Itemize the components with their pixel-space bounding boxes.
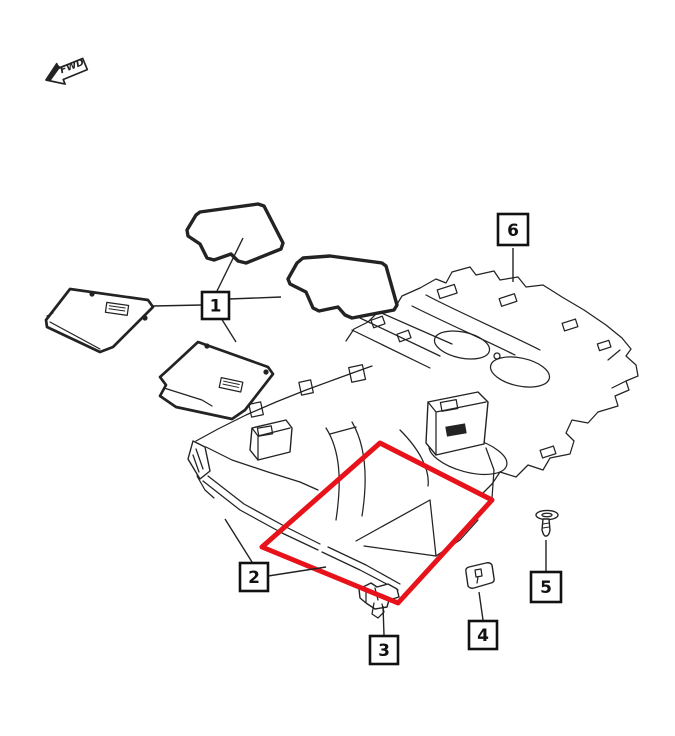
front-floor-carpet — [187, 364, 495, 591]
carpet6-depression-oval — [433, 330, 491, 360]
callout-box[interactable] — [496, 212, 530, 247]
grommet-dot — [142, 315, 148, 321]
carpet6-mount-tab — [436, 283, 458, 300]
carpet2-firewall-tab — [248, 401, 264, 418]
leader-line-1b — [152, 304, 203, 307]
mat-fold-line — [163, 387, 213, 407]
clip-hook — [474, 568, 483, 584]
callout-box[interactable] — [467, 619, 499, 651]
floor-mat-front-right — [158, 340, 275, 421]
leader-line-1d — [220, 317, 237, 343]
callout-box[interactable] — [238, 561, 270, 593]
carpet2-right-front-band — [321, 546, 401, 591]
callout-number: 3 — [378, 641, 390, 661]
carpet2-left-pan — [205, 446, 319, 491]
floor-mat-rear-right — [286, 254, 399, 320]
callout-number: 5 — [540, 578, 552, 598]
carpet6-rail-lines — [351, 307, 453, 369]
fwd-direction-icon: FWD — [45, 57, 89, 85]
carpet6-crease-line — [411, 294, 541, 356]
carpet2-sill-flap — [187, 440, 211, 480]
leader-line-1a — [216, 237, 244, 292]
mat-outline — [158, 340, 275, 421]
mat-outline — [44, 287, 155, 354]
logo-frame — [104, 301, 130, 316]
leader-line-3 — [382, 605, 385, 636]
mat-outline — [185, 202, 285, 265]
carpet2-back-edge — [195, 365, 373, 442]
floor-mat-front-left — [44, 287, 155, 354]
carpet2-tower-bracket-dark — [445, 423, 467, 437]
callout-6[interactable]: 6 — [496, 212, 530, 247]
carpet6-mount-tab — [539, 445, 557, 459]
carpet2-fold-triangle — [355, 499, 437, 557]
leader-line-2b — [267, 566, 327, 577]
carpet2-front-edge-band — [202, 475, 321, 551]
callout-box[interactable] — [368, 634, 400, 666]
carpet2-tower-edge — [427, 401, 487, 456]
carpet6-top-outline — [419, 266, 639, 413]
grommet-dot — [204, 343, 210, 349]
carpet2-firewall-tab — [348, 364, 367, 383]
carpet6-step-lines — [399, 349, 627, 487]
carpet2-firewall-tab — [298, 379, 314, 396]
callout-2[interactable]: 2 — [238, 561, 270, 593]
carpet6-mount-tab — [498, 293, 518, 307]
callout-4[interactable]: 4 — [467, 619, 499, 651]
carpet6-mount-tab — [561, 318, 579, 332]
clip-outline — [465, 562, 495, 589]
callout-number: 4 — [477, 626, 489, 646]
carpet6-mount-tab — [396, 329, 412, 343]
floor-mat-rear-left — [185, 202, 285, 265]
leader-line-1c — [228, 296, 282, 300]
fwd-arrow-shadow — [46, 63, 61, 81]
carpet6-bottom-outline — [481, 411, 599, 495]
leader-line-4 — [478, 591, 484, 621]
callout-number: 6 — [507, 221, 519, 241]
logo-marks — [222, 380, 240, 388]
screw-threads — [542, 522, 550, 529]
screw-part — [535, 509, 559, 537]
callout-3[interactable]: 3 — [368, 634, 400, 666]
callout-5[interactable]: 5 — [529, 570, 563, 604]
logo-frame — [218, 376, 244, 393]
callout-box[interactable] — [200, 290, 231, 321]
highlight-outline — [259, 440, 495, 606]
carpet2-tower-bracket — [439, 399, 459, 412]
carpet2-sill-hatch — [192, 448, 215, 499]
grommet-dot — [263, 369, 269, 375]
carpet2-tower-bracket — [256, 425, 274, 437]
mat-logo-badge — [218, 376, 244, 393]
leader-line-2a — [224, 518, 253, 563]
callout-number: 1 — [210, 297, 222, 317]
carpet6-mount-tab — [596, 339, 612, 352]
carpet2-tower-edge — [251, 427, 291, 461]
carpet2-tunnel — [325, 421, 366, 521]
carpet6-grommet — [493, 352, 501, 360]
carpet6-mount-tab — [370, 315, 386, 329]
fwd-label: FWD — [59, 57, 86, 76]
mat-outline — [286, 254, 399, 320]
retainer-clip-part — [465, 562, 495, 589]
logo-marks — [108, 305, 126, 312]
grommet-dot — [89, 291, 95, 297]
mat-logo-badge — [104, 301, 130, 316]
callout-number: 2 — [248, 568, 260, 588]
screw-head-slot — [541, 512, 553, 518]
screw-head — [535, 509, 559, 521]
callout-1[interactable]: 1 — [200, 290, 231, 321]
mat-fold-line — [46, 312, 101, 350]
callout-box[interactable] — [529, 570, 563, 604]
carpet6-depression-oval — [489, 356, 551, 388]
